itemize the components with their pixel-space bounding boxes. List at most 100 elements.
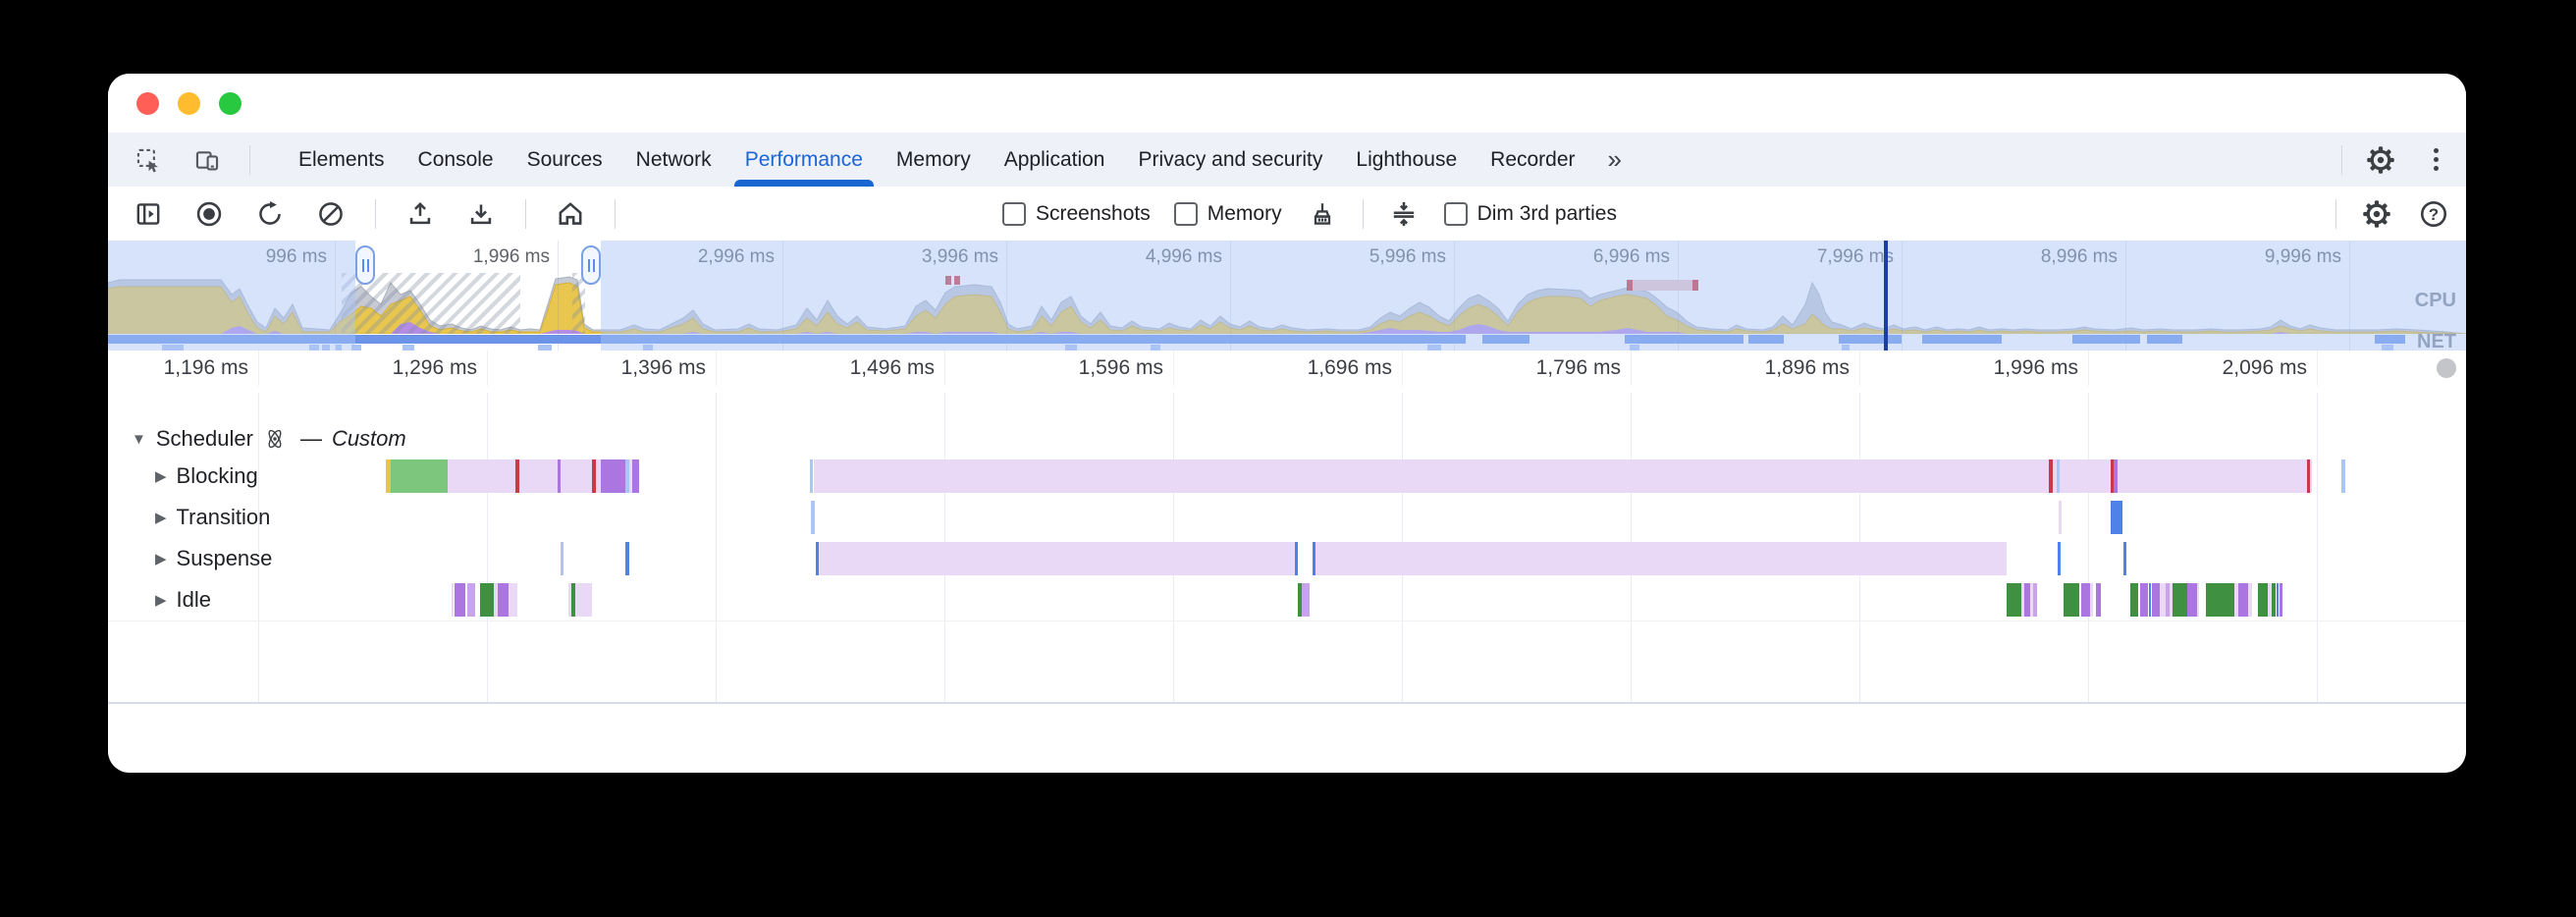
tab-application[interactable]: Application (1003, 147, 1105, 171)
flame-segment[interactable] (2059, 501, 2062, 534)
flame-segment[interactable] (1313, 542, 1315, 575)
flame-segment[interactable] (2160, 583, 2166, 617)
record-icon[interactable] (192, 197, 226, 231)
minimize-button[interactable] (178, 92, 200, 115)
flame-segment[interactable] (1298, 583, 1302, 617)
tab-sources[interactable]: Sources (526, 147, 603, 171)
track-row-suspense[interactable]: ▶Suspense (155, 538, 272, 579)
flame-segment[interactable] (592, 459, 596, 493)
zoom-button[interactable] (219, 92, 242, 115)
dim-3rd-parties-checkbox[interactable]: Dim 3rd parties (1443, 201, 1617, 226)
screenshots-checkbox[interactable]: Screenshots (1002, 201, 1151, 226)
flame-segment[interactable] (519, 459, 558, 493)
flame-segment[interactable] (596, 459, 601, 493)
flame-segment[interactable] (2024, 583, 2030, 617)
home-live-metrics-icon[interactable] (554, 197, 587, 231)
flame-segment[interactable] (2268, 583, 2272, 617)
flame-segment[interactable] (2277, 583, 2279, 617)
capture-settings-gear-icon[interactable] (2360, 197, 2393, 231)
tab-network[interactable]: Network (635, 147, 712, 171)
flame-segment[interactable] (2096, 583, 2101, 617)
flame-segment[interactable] (2152, 583, 2160, 617)
tab-memory[interactable]: Memory (895, 147, 971, 171)
flame-segment[interactable] (2021, 583, 2024, 617)
flame-segment[interactable] (2310, 459, 2312, 493)
kebab-menu-icon[interactable] (2419, 143, 2452, 177)
flame-segment[interactable] (386, 459, 391, 493)
flame-segment[interactable] (2064, 583, 2079, 617)
clear-icon[interactable] (314, 197, 348, 231)
flame-segment[interactable] (2130, 583, 2138, 617)
memory-checkbox-box[interactable] (1173, 201, 1198, 226)
flame-segment[interactable] (467, 583, 475, 617)
flame-segment[interactable] (515, 459, 519, 493)
flame-segment[interactable] (2258, 583, 2268, 617)
tab-privacy-and-security[interactable]: Privacy and security (1138, 147, 1323, 171)
flame-segment[interactable] (811, 501, 815, 534)
flame-segment[interactable] (629, 459, 632, 493)
flame-segment[interactable] (2114, 459, 2118, 493)
flame-segment[interactable] (561, 542, 564, 575)
track-header-scheduler[interactable]: ▼Scheduler —Custom (132, 421, 406, 457)
track-row-blocking[interactable]: ▶Blocking (155, 456, 258, 497)
flame-chart-area[interactable]: ▼Scheduler —Custom▶Blocking▶Transition▶S… (108, 386, 2466, 702)
flame-segment[interactable] (448, 459, 515, 493)
flame-segment[interactable] (810, 459, 813, 493)
flame-segment[interactable] (2057, 459, 2060, 493)
flame-segment[interactable] (2090, 583, 2093, 617)
flame-segment[interactable] (2140, 583, 2148, 617)
inspect-element-icon[interactable] (132, 143, 165, 177)
flame-segment[interactable] (561, 459, 592, 493)
settings-gear-icon[interactable] (2364, 143, 2397, 177)
flame-segment[interactable] (2234, 583, 2238, 617)
tab-performance[interactable]: Performance (728, 133, 880, 187)
flame-segment[interactable] (494, 583, 498, 617)
flame-segment[interactable] (575, 583, 592, 617)
flame-segment[interactable] (2187, 583, 2197, 617)
right-selection-handle[interactable] (581, 245, 601, 285)
flame-segment[interactable] (2030, 583, 2033, 617)
flame-segment[interactable] (2170, 583, 2173, 617)
flame-segment[interactable] (2341, 459, 2345, 493)
flame-segment[interactable] (2197, 583, 2199, 617)
flame-segment[interactable] (2058, 542, 2061, 575)
flame-segment[interactable] (455, 583, 465, 617)
garbage-collect-icon[interactable] (1306, 197, 1339, 231)
flame-segment[interactable] (2173, 583, 2187, 617)
tab-recorder[interactable]: Recorder (1490, 147, 1576, 171)
flame-segment[interactable] (568, 583, 571, 617)
flame-segment[interactable] (2123, 542, 2126, 575)
flame-segment[interactable] (498, 583, 509, 617)
reload-record-icon[interactable] (253, 197, 287, 231)
help-icon[interactable]: ? (2417, 197, 2450, 231)
flame-segment[interactable] (2111, 501, 2122, 534)
flame-segment[interactable] (632, 459, 639, 493)
flame-segment[interactable] (2248, 583, 2252, 617)
flame-segment[interactable] (2166, 583, 2170, 617)
memory-checkbox[interactable]: Memory (1173, 201, 1282, 226)
flame-segment[interactable] (1315, 542, 2007, 575)
track-row-transition[interactable]: ▶Transition (155, 497, 270, 538)
download-profile-icon[interactable] (464, 197, 498, 231)
flame-segment[interactable] (2033, 583, 2037, 617)
flame-segment[interactable] (452, 583, 454, 617)
screenshots-checkbox-box[interactable] (1002, 201, 1026, 226)
flame-segment[interactable] (2111, 459, 2114, 493)
scrollbar-thumb[interactable] (2437, 358, 2456, 378)
flame-segment[interactable] (509, 583, 517, 617)
flame-segment[interactable] (571, 583, 575, 617)
flame-segment[interactable] (625, 542, 629, 575)
flame-segment[interactable] (625, 459, 629, 493)
upload-profile-icon[interactable] (403, 197, 437, 231)
flame-segment[interactable] (2049, 459, 2053, 493)
flame-segment[interactable] (2007, 583, 2021, 617)
flame-segment[interactable] (2149, 583, 2151, 617)
collapse-tracks-icon[interactable] (1387, 197, 1421, 231)
flame-segment[interactable] (2280, 583, 2282, 617)
more-tabs-button[interactable]: » (1607, 144, 1622, 174)
tab-lighthouse[interactable]: Lighthouse (1356, 147, 1458, 171)
flame-segment[interactable] (819, 542, 1295, 575)
flame-segment[interactable] (1295, 542, 1298, 575)
